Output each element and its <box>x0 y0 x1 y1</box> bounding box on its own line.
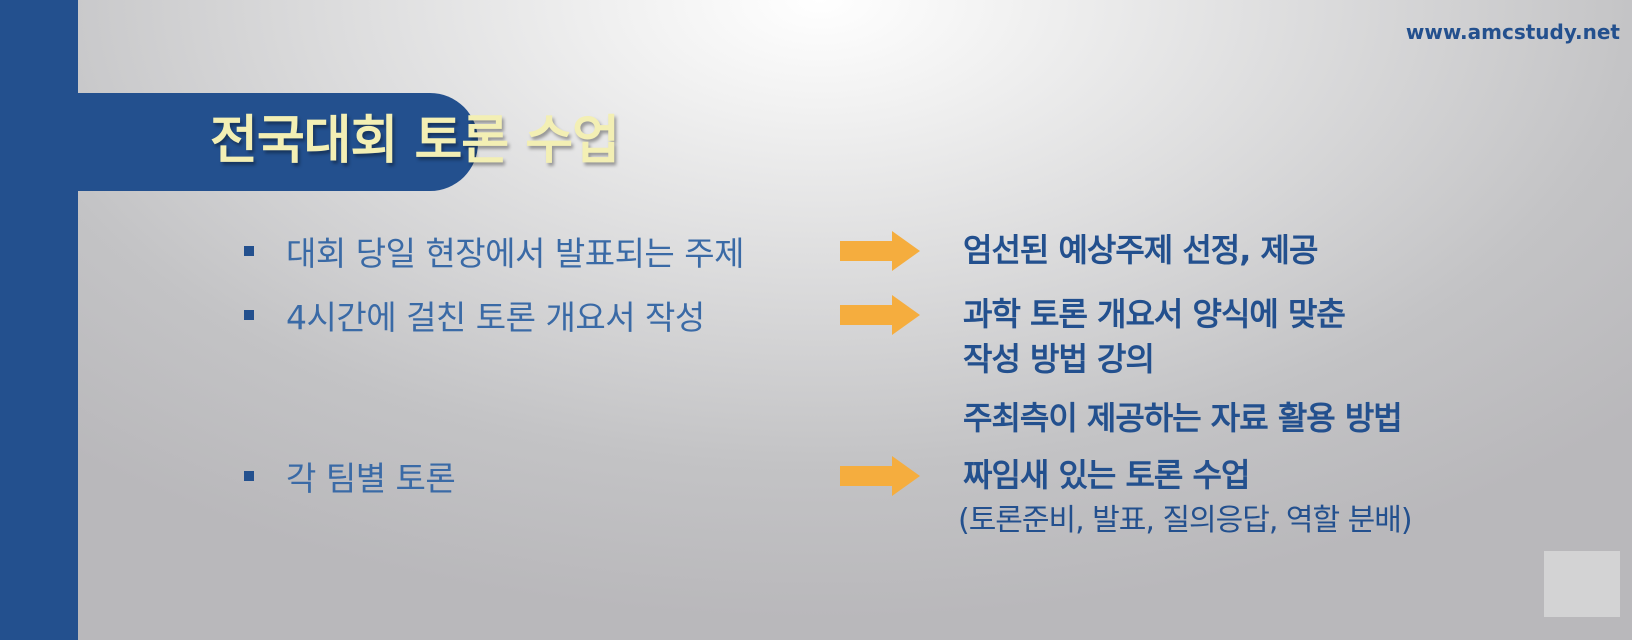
slide-title: 전국대회 토론 수업 <box>210 111 620 171</box>
result-text: 작성 방법 강의 <box>963 340 1155 378</box>
bullet-square-icon <box>244 471 254 481</box>
corner-placeholder-box <box>1544 551 1620 617</box>
bullet-square-icon <box>244 246 254 256</box>
bullet-item-2: 4시간에 걸친 토론 개요서 작성 <box>244 295 705 337</box>
bullet-square-icon <box>244 310 254 320</box>
bullet-item-3: 각 팀별 토론 <box>244 456 456 498</box>
result-text: 짜임새 있는 토론 수업 <box>963 456 1250 494</box>
result-subtext: (토론준비, 발표, 질의응답, 역할 분배) <box>958 503 1413 538</box>
title-banner <box>78 93 478 191</box>
right-arrow-icon <box>840 231 920 271</box>
website-url: www.amcstudy.net <box>1405 20 1620 44</box>
result-text: 엄선된 예상주제 선정, 제공 <box>963 231 1318 269</box>
right-arrow-icon <box>840 295 920 335</box>
right-arrow-icon <box>840 456 920 496</box>
bullet-item-1: 대회 당일 현장에서 발표되는 주제 <box>244 231 745 273</box>
result-text: 주최측이 제공하는 자료 활용 방법 <box>963 399 1403 437</box>
left-accent-bar <box>0 0 78 640</box>
bullet-text: 대회 당일 현장에서 발표되는 주제 <box>286 234 745 273</box>
bullet-text: 4시간에 걸친 토론 개요서 작성 <box>286 298 705 337</box>
result-text: 과학 토론 개요서 양식에 맞춘 <box>963 295 1346 333</box>
bullet-text: 각 팀별 토론 <box>286 459 456 498</box>
